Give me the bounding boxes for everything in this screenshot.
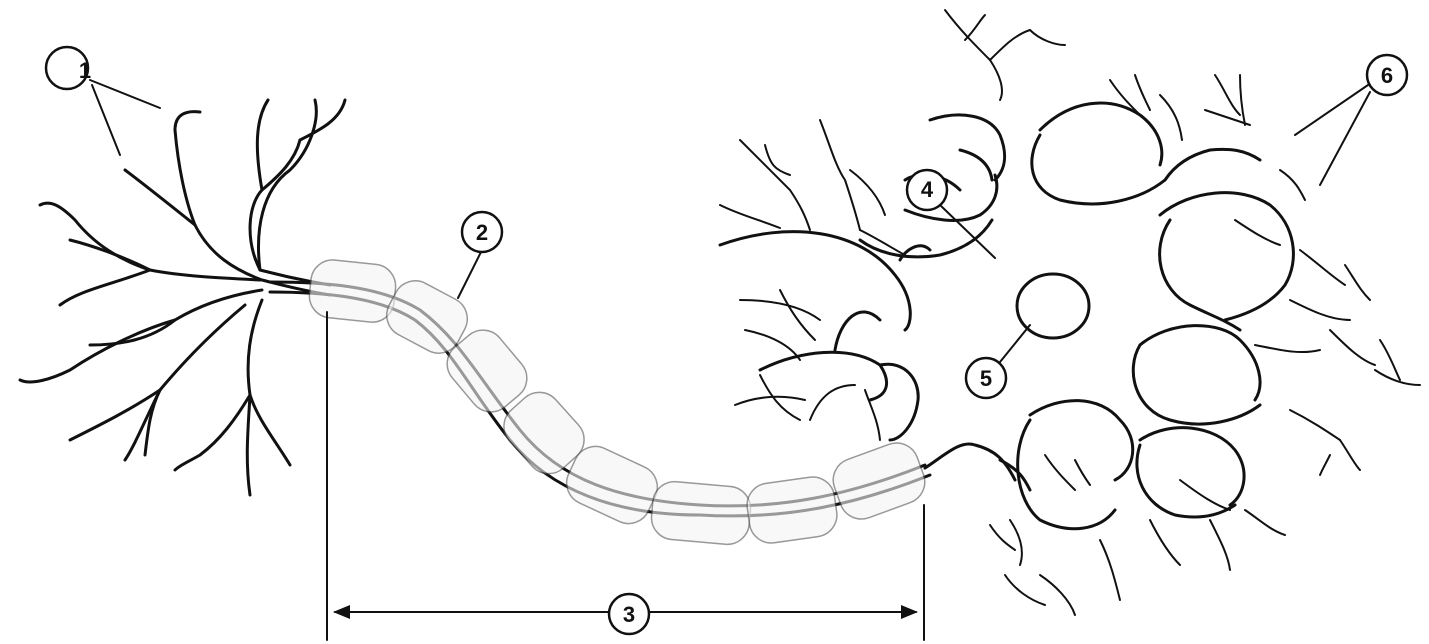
label-4: 4: [905, 168, 949, 212]
myelin-sheath: [308, 259, 926, 546]
label-5-text: 5: [980, 366, 992, 391]
label-2: 2: [460, 210, 504, 254]
label-6: 6: [1365, 53, 1409, 97]
label-5: 5: [964, 356, 1008, 400]
label-1-text: 1: [79, 58, 91, 83]
leader-lines: [89, 79, 1371, 363]
label-3: 3: [607, 592, 651, 636]
label-1: 1: [44, 45, 91, 91]
dendrites: [18, 98, 347, 497]
nucleus: [1015, 272, 1091, 340]
cell-body: [718, 9, 1421, 616]
label-6-text: 6: [1381, 63, 1393, 88]
label-3-text: 3: [623, 602, 635, 627]
label-2-text: 2: [476, 220, 488, 245]
label-4-text: 4: [921, 177, 934, 202]
axon-terminal: [923, 442, 1017, 482]
